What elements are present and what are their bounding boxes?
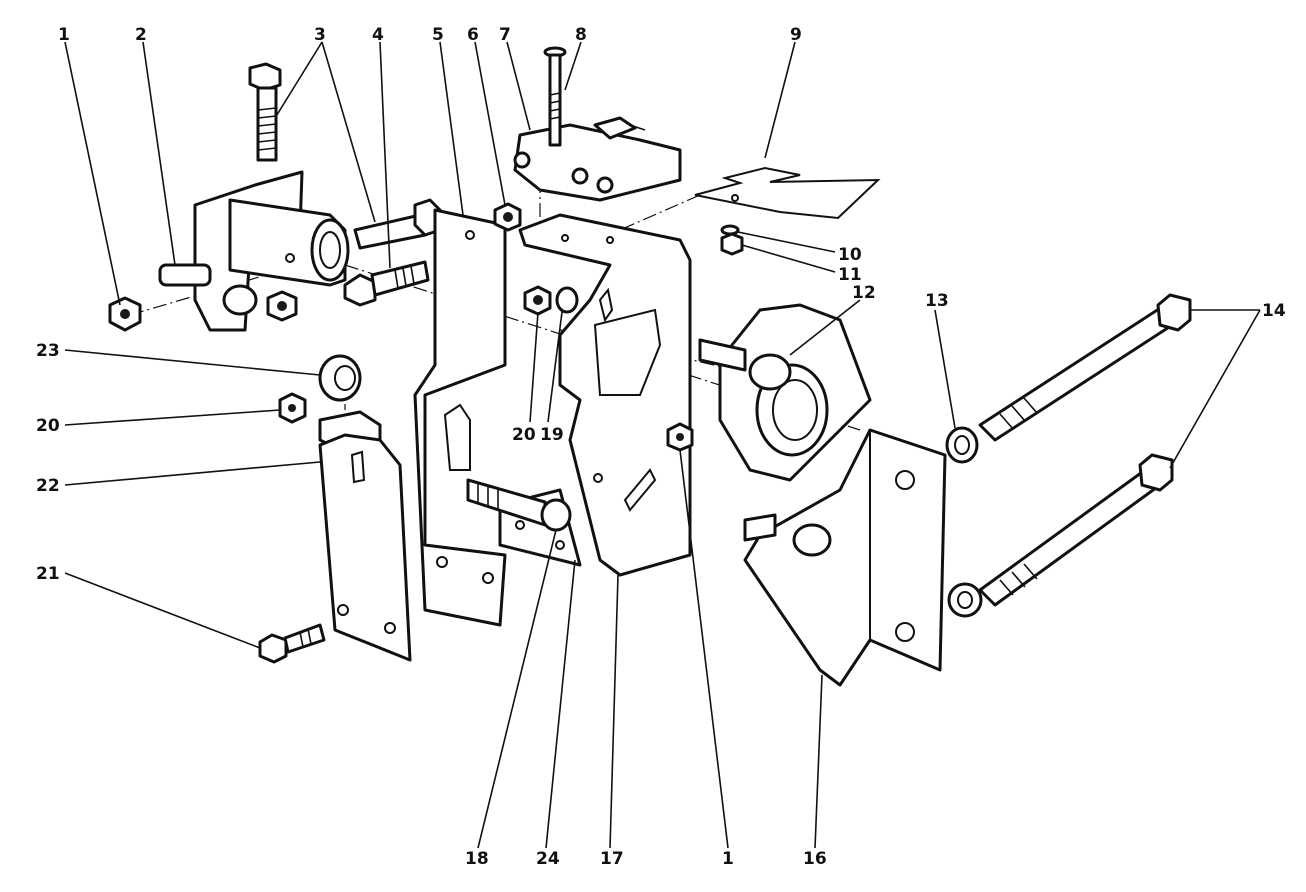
callout-11: 11 (838, 265, 862, 285)
callout-6: 6 (467, 25, 479, 45)
callout-18: 18 (465, 849, 489, 869)
part-14-long-bolt-upper (978, 293, 1192, 442)
callout-13: 13 (925, 291, 949, 311)
part-8-screw (543, 46, 567, 147)
part-9-shield-plate (694, 166, 881, 220)
callout-17: 17 (600, 849, 624, 869)
part-20-nut-lower (278, 392, 307, 424)
callout-22: 22 (36, 476, 60, 496)
callout-19: 19 (540, 425, 564, 445)
part-7-switch (513, 116, 682, 202)
part-cam-plate (718, 303, 872, 482)
part-11-nut (720, 232, 744, 256)
part-13-washer (945, 426, 979, 464)
callout-12: 12 (852, 283, 876, 303)
part-17-bracket (518, 213, 692, 577)
callout-1-bottom: 1 (722, 849, 734, 869)
part-nut-under-clevis (266, 290, 298, 322)
part-21-bolt (258, 623, 326, 664)
part-23-bearing (318, 354, 362, 402)
part-5-plate (413, 208, 507, 627)
callout-20-left: 20 (36, 416, 60, 436)
callout-labels: 1 2 3 4 5 6 7 8 9 10 11 12 13 14 23 20 2… (36, 25, 1286, 869)
part-14-washer-lower (947, 582, 983, 618)
leader-lines (64, 41, 1261, 849)
callout-9: 9 (790, 25, 802, 45)
callout-4: 4 (372, 25, 384, 45)
part-10-washer (720, 224, 740, 236)
part-14-long-bolt-lower (978, 453, 1174, 607)
callout-7: 7 (499, 25, 511, 45)
callout-16: 16 (803, 849, 827, 869)
callout-24: 24 (536, 849, 560, 869)
part-1-nut-left (108, 296, 142, 332)
part-12-carriage-bolt (698, 338, 792, 391)
callout-8: 8 (575, 25, 587, 45)
callout-3: 3 (314, 25, 326, 45)
callout-2: 2 (135, 25, 147, 45)
callout-21: 21 (36, 564, 60, 584)
part-20-nut-upper (523, 285, 552, 316)
callout-23: 23 (36, 341, 60, 361)
part-1-nut-right (666, 422, 694, 452)
callout-20-bracket: 20 (512, 425, 536, 445)
part-2-clevis-block (158, 170, 350, 332)
callout-5: 5 (432, 25, 444, 45)
callout-14: 14 (1262, 301, 1286, 321)
part-4-bolt (343, 260, 430, 307)
part-22-plate (318, 433, 412, 662)
callout-10: 10 (838, 245, 862, 265)
part-6-nut (493, 202, 522, 232)
part-19-washer (555, 286, 579, 314)
callout-1: 1 (58, 25, 70, 45)
part-16-mounting-bracket (743, 428, 947, 687)
